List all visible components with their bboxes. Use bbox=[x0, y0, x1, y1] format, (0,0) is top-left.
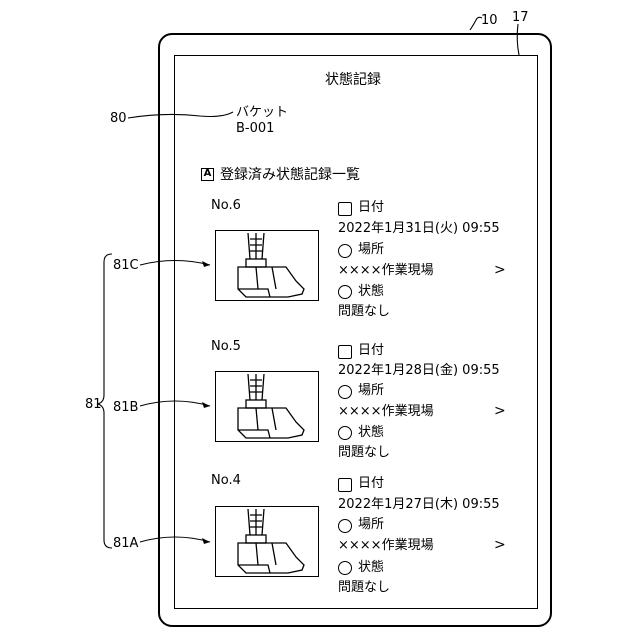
status-value: 問題なし bbox=[338, 580, 390, 596]
date-label: 日付 bbox=[358, 200, 384, 216]
equipment-name: バケット bbox=[236, 105, 288, 121]
ref-record-a: 81A bbox=[113, 536, 138, 551]
date-value: 2022年1月31日(火) 09:55 bbox=[338, 221, 500, 237]
date-label: 日付 bbox=[358, 476, 384, 492]
place-value: ××××作業現場 bbox=[338, 538, 434, 554]
ref-group: 81 bbox=[85, 397, 102, 412]
record-number: No.4 bbox=[211, 473, 241, 489]
record-number: No.6 bbox=[211, 198, 241, 214]
status-label: 状態 bbox=[358, 284, 384, 300]
place-value: ××××作業現場 bbox=[338, 404, 434, 420]
status-value: 問題なし bbox=[338, 445, 390, 461]
record-number: No.5 bbox=[211, 339, 241, 355]
calendar-icon bbox=[338, 478, 352, 492]
chevron-right-icon[interactable]: > bbox=[494, 262, 506, 278]
ref-device: 10 bbox=[481, 13, 498, 28]
status-icon bbox=[338, 285, 352, 299]
record-thumbnail[interactable] bbox=[215, 506, 319, 577]
screen-title: 状態記録 bbox=[325, 72, 381, 88]
chevron-right-icon[interactable]: > bbox=[494, 537, 506, 553]
chevron-right-icon[interactable]: > bbox=[494, 403, 506, 419]
date-label: 日付 bbox=[358, 343, 384, 359]
ref-record-b: 81B bbox=[113, 400, 138, 415]
status-icon bbox=[338, 561, 352, 575]
ref-record-c: 81C bbox=[113, 258, 139, 273]
record-thumbnail[interactable] bbox=[215, 371, 319, 442]
equipment-id: B-001 bbox=[236, 121, 274, 137]
place-label: 場所 bbox=[358, 383, 384, 399]
status-icon bbox=[338, 426, 352, 440]
ref-equipment: 80 bbox=[110, 111, 127, 126]
record-thumbnail[interactable] bbox=[215, 230, 319, 301]
map-pin-icon bbox=[338, 385, 352, 399]
map-pin-icon bbox=[338, 244, 352, 258]
bucket-illustration bbox=[216, 372, 320, 443]
calendar-icon bbox=[338, 202, 352, 216]
calendar-icon bbox=[338, 345, 352, 359]
list-badge-icon: A bbox=[201, 168, 214, 181]
place-label: 場所 bbox=[358, 242, 384, 258]
map-pin-icon bbox=[338, 519, 352, 533]
bucket-illustration bbox=[216, 231, 320, 302]
list-header-label: 登録済み状態記録一覧 bbox=[220, 167, 360, 183]
status-label: 状態 bbox=[358, 425, 384, 441]
status-value: 問題なし bbox=[338, 304, 390, 320]
date-value: 2022年1月27日(木) 09:55 bbox=[338, 497, 500, 513]
status-label: 状態 bbox=[358, 560, 384, 576]
bucket-illustration bbox=[216, 507, 320, 578]
date-value: 2022年1月28日(金) 09:55 bbox=[338, 363, 500, 379]
place-value: ××××作業現場 bbox=[338, 263, 434, 279]
place-label: 場所 bbox=[358, 517, 384, 533]
ref-screen: 17 bbox=[512, 10, 529, 25]
